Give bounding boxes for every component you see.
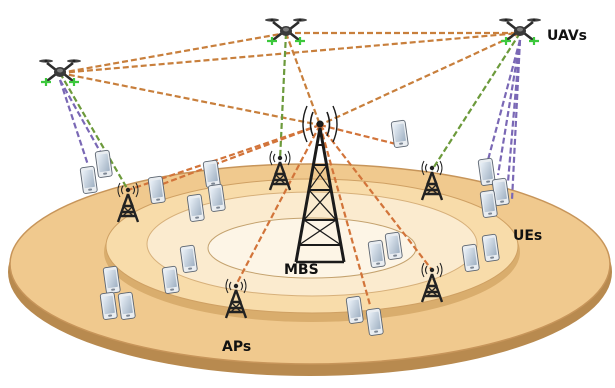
link-mbs-ap — [319, 124, 433, 271]
smartphone-icon — [479, 189, 498, 219]
link-uav-ue — [59, 79, 103, 156]
smartphone-icon — [202, 159, 221, 189]
link-uav-ue — [496, 39, 522, 176]
link-uav-ue — [58, 79, 90, 166]
link-mbs-ap — [127, 123, 321, 192]
link-uav-uav — [59, 31, 521, 75]
link-uav-mbs — [59, 71, 321, 127]
mbs-label: MBS — [284, 262, 319, 278]
smartphone-icon — [345, 295, 364, 325]
drone-icon — [263, 17, 309, 47]
smartphone-icon — [102, 265, 121, 295]
smartphone-icon — [161, 265, 180, 295]
link-mbs-ue — [159, 123, 321, 187]
aps-label: APs — [222, 339, 252, 355]
link-uav-ap — [59, 72, 129, 191]
link-uav-ap — [431, 32, 521, 171]
coverage-rings — [8, 163, 612, 376]
smartphone-icon — [367, 239, 386, 269]
ues-label: UEs — [513, 228, 543, 244]
cell-tower-icon — [294, 105, 346, 264]
links — [58, 31, 522, 306]
uavs-label: UAVs — [547, 28, 587, 44]
smartphone-icon — [117, 291, 136, 321]
smartphone-icon — [384, 231, 403, 261]
smartphone-icon — [79, 165, 98, 195]
smartphone-icon — [207, 183, 226, 213]
smartphone-icon — [365, 307, 384, 337]
link-mbs-ue — [319, 123, 401, 147]
link-mbs-ue — [318, 124, 372, 306]
smartphone-icon — [481, 233, 500, 263]
link-uav-uav — [59, 31, 287, 75]
link-mbs-ap — [235, 124, 321, 286]
link-uav-ap — [278, 32, 288, 161]
smartphone-icon — [94, 149, 113, 179]
link-uav-ue — [486, 39, 522, 161]
smartphone-icon — [147, 175, 166, 205]
link-uav-mbs — [319, 32, 521, 126]
link-uav-mbs — [284, 32, 322, 126]
link-uav-ue — [510, 39, 522, 201]
smartphone-icon — [179, 244, 198, 274]
smartphone-icon — [461, 243, 480, 273]
smartphone-icon — [390, 119, 409, 149]
smartphone-icon — [99, 291, 118, 321]
smartphone-icon — [186, 193, 205, 223]
